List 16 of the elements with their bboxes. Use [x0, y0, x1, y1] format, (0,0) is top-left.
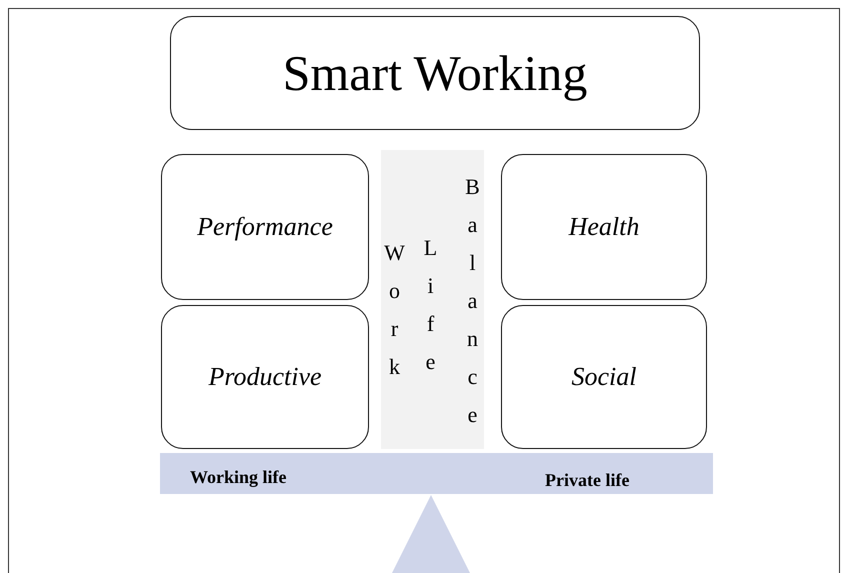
- vertical-word: Life: [419, 235, 441, 387]
- rounded-box: [501, 305, 707, 449]
- rounded-box: [501, 154, 707, 300]
- beam-label: Private life: [545, 470, 630, 491]
- box-label: Health: [568, 212, 640, 242]
- box-label: Social: [572, 362, 636, 392]
- vertical-word: Work: [383, 240, 405, 392]
- rounded-box: [161, 305, 369, 449]
- vertical-word: Balance: [461, 174, 483, 440]
- rounded-box: [161, 154, 369, 300]
- box-label: Performance: [197, 212, 333, 242]
- box-label: Productive: [208, 362, 322, 392]
- title-text: Smart Working: [282, 44, 588, 102]
- fulcrum-triangle: [392, 495, 470, 573]
- beam-label: Working life: [190, 467, 287, 488]
- title-box: [170, 16, 700, 130]
